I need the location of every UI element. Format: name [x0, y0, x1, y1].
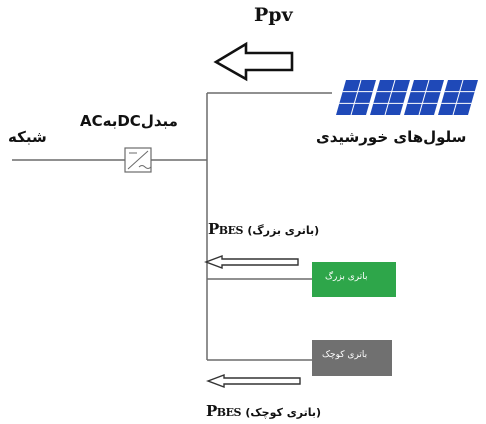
solar-cells-label: سلول‌های خورشیدی: [316, 128, 467, 146]
ppv-arrow-icon: [213, 41, 294, 82]
pbes-big-arrow-icon: [204, 254, 299, 270]
solar-panel-gridline: [452, 79, 464, 116]
pbes-small-symbol: P: [206, 402, 217, 420]
pbes-small-label: PBES (باتری کوچک): [206, 402, 321, 420]
dc-ac-converter-icon: [124, 147, 152, 173]
pbes-big-desc: (باتری بزرگ): [247, 224, 320, 237]
big-battery-box: [312, 262, 396, 297]
pbes-big-subscript: BES: [218, 224, 244, 237]
solar-panels-icon: [336, 79, 478, 116]
solar-panel-gridline: [350, 79, 362, 116]
pbes-small-desc: (باتری کوچک): [245, 406, 322, 419]
small-battery-label: باتری کوچک: [322, 350, 368, 360]
big-battery-label: باتری بزرگ: [325, 272, 368, 282]
small-battery-box: [312, 340, 392, 376]
solar-panel-gridline: [384, 79, 396, 116]
pbes-big-label: PBES (باتری بزرگ): [208, 220, 319, 238]
pbes-small-arrow-icon: [206, 373, 301, 389]
grid-label: شبکه: [8, 128, 47, 146]
ppv-label: Ppv: [254, 4, 293, 26]
converter-label: مبدلDCبهAC: [80, 112, 178, 130]
pbes-big-symbol: P: [208, 220, 219, 238]
solar-panel-gridline: [418, 79, 430, 116]
pbes-small-subscript: BES: [216, 406, 242, 419]
